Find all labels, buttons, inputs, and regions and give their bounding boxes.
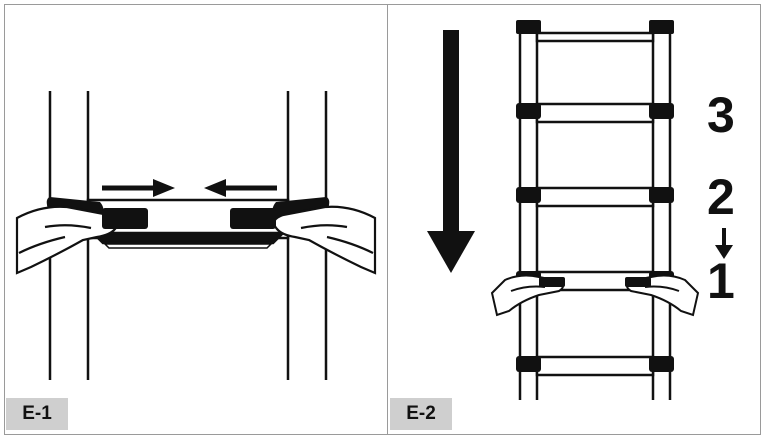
- panel-label-e2: E-2: [390, 398, 452, 430]
- right-latch-button: [230, 208, 276, 229]
- left-latch-button: [539, 277, 565, 287]
- panel-e1-illustration: [15, 91, 377, 380]
- step-number-2: 2: [707, 169, 735, 225]
- down-arrow-icon: [427, 30, 475, 273]
- rung-bottom: [535, 355, 655, 377]
- panel-divider: [387, 4, 388, 435]
- hand-left-icon: [15, 205, 119, 275]
- step-number-3: 3: [707, 87, 735, 143]
- step-number-1: 1: [707, 253, 735, 309]
- inward-arrows-icon: [102, 179, 277, 197]
- left-latch-button: [102, 208, 148, 229]
- rung-2: [535, 186, 655, 208]
- hand-right-icon: [273, 205, 377, 275]
- right-latch-button: [625, 277, 651, 287]
- panel-e2-illustration: [427, 20, 733, 400]
- rung-top: [535, 31, 655, 43]
- rung-3: [535, 102, 655, 124]
- figure-frame: [4, 4, 761, 435]
- step-arrow-icon: [715, 228, 733, 259]
- rung: [86, 198, 290, 249]
- panel-label-e1: E-1: [6, 398, 68, 430]
